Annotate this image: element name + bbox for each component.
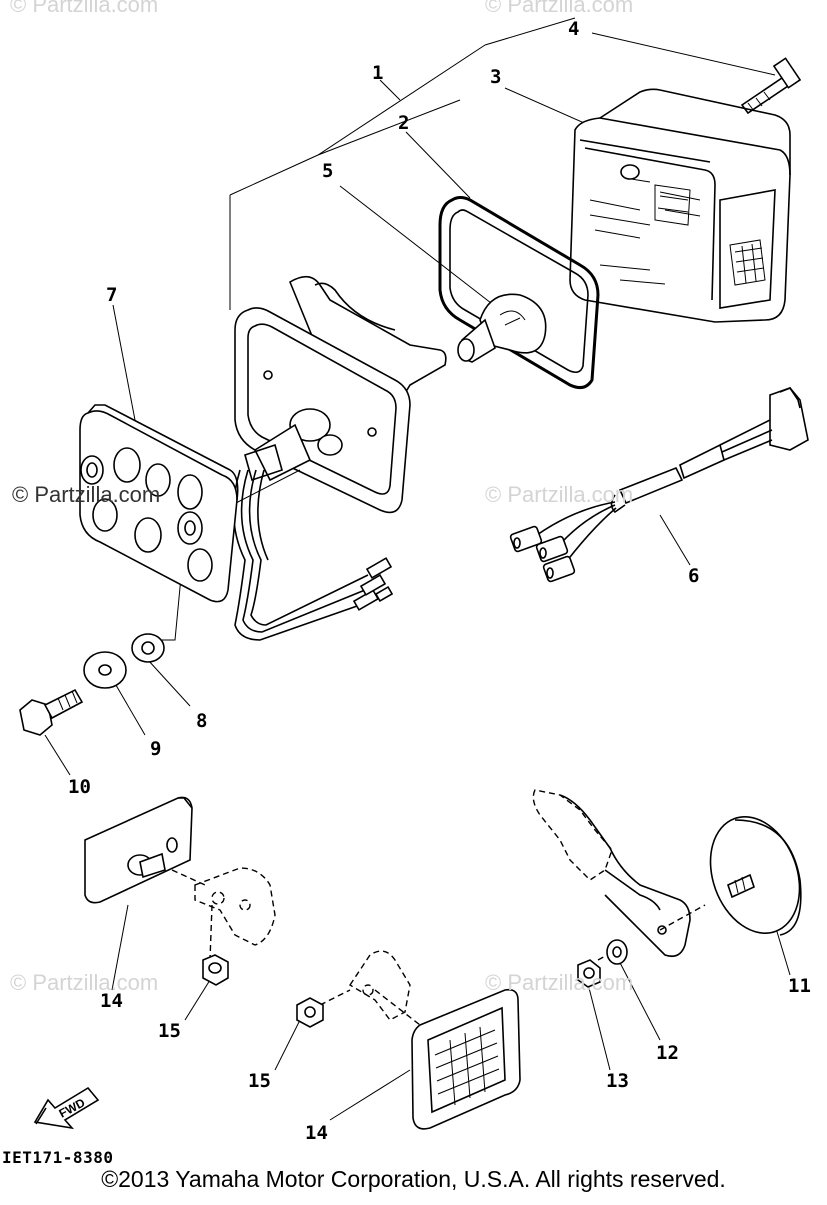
plate-part-7 [79, 404, 239, 603]
callout-10: 10 [68, 776, 91, 798]
watermark: © Partzilla.com [485, 482, 634, 507]
tail-lens-part-3 [569, 88, 791, 323]
callout-14-bottom: 14 [305, 1122, 328, 1144]
watermark: © Partzilla.com [10, 0, 159, 17]
callout-7: 7 [106, 284, 118, 306]
callout-14-left: 14 [100, 990, 123, 1012]
washer-part-12 [606, 939, 628, 965]
callout-11: 11 [788, 975, 811, 997]
callout-13: 13 [606, 1070, 629, 1092]
callout-6: 6 [688, 565, 700, 587]
watermark: © Partzilla.com [10, 970, 159, 995]
callout-4: 4 [568, 18, 580, 40]
copyright-notice: ©2013 Yamaha Motor Corporation, U.S.A. A… [101, 1166, 726, 1192]
callout-12: 12 [656, 1042, 679, 1064]
watermark: © Partzilla.com [485, 970, 634, 995]
callout-8: 8 [196, 710, 208, 732]
harness-connectors [509, 525, 576, 583]
reflector-part-14-left [84, 796, 193, 904]
washer-part-9 [83, 651, 127, 689]
callout-5: 5 [322, 160, 334, 182]
callout-2: 2 [398, 112, 410, 134]
callout-3: 3 [490, 66, 502, 88]
harness-part-6 [509, 387, 809, 583]
forward-arrow-icon: FWD [33, 1086, 100, 1130]
bracket-left [194, 867, 276, 946]
reflector-part-14-bottom [411, 988, 521, 1130]
nut-part-15-left [202, 954, 229, 986]
callout-1: 1 [372, 62, 384, 84]
bracket-bottom [349, 950, 411, 1021]
callout-15-left: 15 [158, 1020, 181, 1042]
bracket-right [532, 789, 691, 958]
round-reflector-part-11 [709, 816, 802, 936]
nut-part-13 [577, 959, 601, 988]
watermark: © Partzilla.com [12, 482, 161, 507]
callout-15-bottom: 15 [248, 1070, 271, 1092]
wire-terminals [352, 557, 394, 611]
gasket-part-2 [438, 196, 600, 390]
callout-9: 9 [150, 738, 162, 760]
bolt-part-10 [19, 688, 84, 736]
drawing-code: IET171-8380 [2, 1148, 114, 1167]
nut-part-15-bottom [296, 997, 324, 1028]
bulb-part-5 [457, 293, 547, 363]
watermark: © Partzilla.com [485, 0, 634, 17]
lamp-base-part-1 [231, 275, 447, 641]
collar-part-8 [131, 633, 165, 663]
screw-part-4 [740, 57, 802, 115]
